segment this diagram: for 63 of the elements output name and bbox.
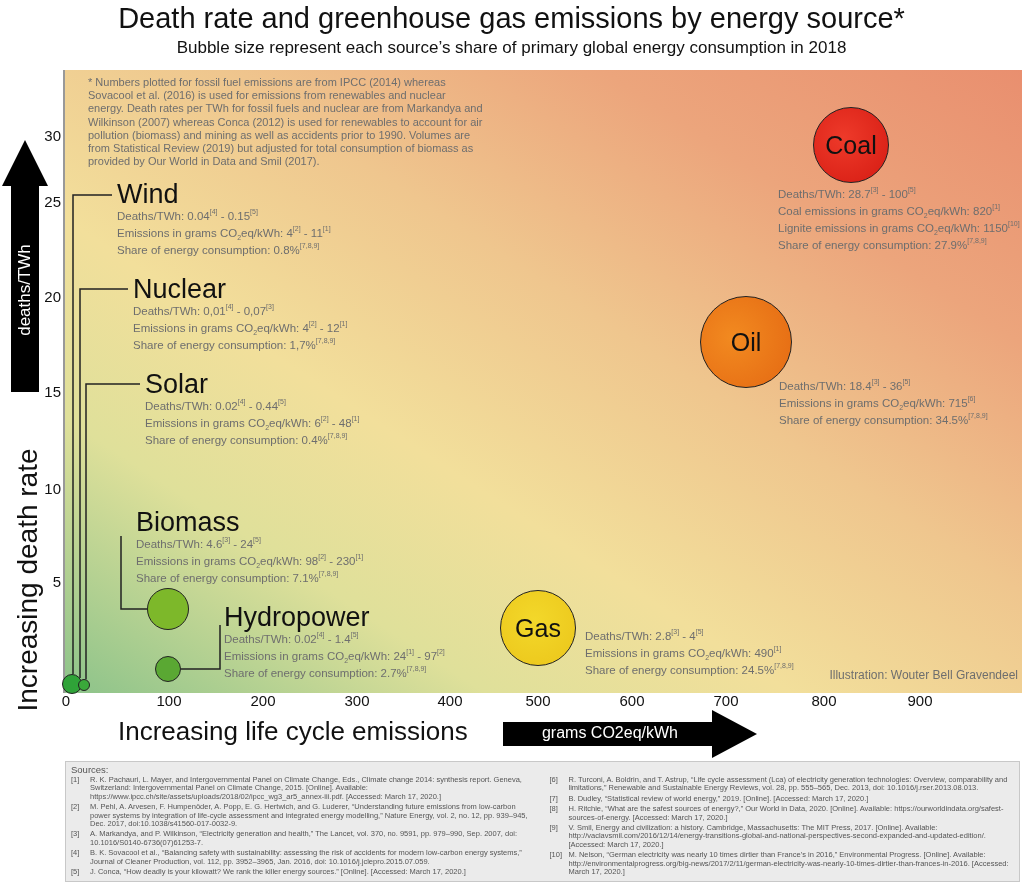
source-heading: Wind bbox=[117, 180, 180, 208]
axis-tick-label: 200 bbox=[250, 692, 276, 709]
axis-tick-label: 20 bbox=[44, 288, 61, 305]
bubble-label: Gas bbox=[515, 613, 561, 643]
stat-line: Share of energy consumption: 34.5%$^{[7,8,9]}$ bbox=[779, 412, 988, 428]
axis-tick-label: 400 bbox=[437, 692, 463, 709]
stat-line: Emissions in grams CO$_{2}$eq/kWh: 490$^{[1]}$ bbox=[585, 645, 783, 662]
leader-line bbox=[120, 535, 148, 610]
source-heading: Nuclear bbox=[133, 275, 228, 303]
stat-line: Emissions in grams CO$_{2}$eq/kWh: 4$^{[2]}$ - 11$^{[1]}$ bbox=[117, 225, 331, 242]
axis-tick-label: 0 bbox=[61, 692, 71, 709]
axis-tick-label: 30 bbox=[44, 127, 61, 144]
stat-line: Coal emissions in grams CO$_{2}$eq/kWh: 820$^{[1]}$ bbox=[778, 203, 1001, 220]
stat-line: Deaths/TWh: 0,01$^{[4]}$ - 0,07$^{[3]}$ bbox=[133, 303, 275, 319]
stat-line: Emissions in grams CO$_{2}$eq/kWh: 24$^{[1]}$ - 97$^{[2]}$ bbox=[224, 648, 445, 665]
axis-unit-label: deaths/TWh bbox=[15, 244, 35, 336]
axis-tick-label: 800 bbox=[811, 692, 837, 709]
axis-tick-label: 25 bbox=[44, 193, 61, 210]
axis-title: Increasing death rate bbox=[12, 448, 44, 712]
axis-unit-label: grams CO2eq/kWh bbox=[540, 724, 679, 742]
axis-title: Increasing life cycle emissions bbox=[118, 716, 468, 747]
axis-tick-label: 300 bbox=[344, 692, 370, 709]
axis-tick-label: 100 bbox=[156, 692, 182, 709]
leader-line bbox=[180, 624, 221, 670]
chart-title: Death rate and greenhouse gas emissions by energy source* bbox=[117, 2, 906, 35]
leader-line bbox=[72, 194, 113, 675]
stat-line: Emissions in grams CO$_{2}$eq/kWh: 715$^{[6]}$ bbox=[779, 395, 977, 412]
bubble-label: Coal bbox=[825, 130, 877, 160]
axis-tick-label: 500 bbox=[525, 692, 551, 709]
stat-line: Share of energy consumption: 2.7%$^{[7,8,9]}$ bbox=[224, 665, 428, 681]
source-heading: Hydropower bbox=[224, 603, 371, 631]
stat-line: Share of energy consumption: 27.9%$^{[7,8,9]}$ bbox=[778, 237, 988, 253]
sources-heading: Sources: bbox=[71, 764, 110, 775]
source-heading: Solar bbox=[145, 370, 210, 398]
credit-text: Illustration: Wouter Bell Gravendeel bbox=[829, 668, 1018, 682]
axis-tick-label: 10 bbox=[44, 480, 61, 497]
stat-line: Deaths/TWh: 0.04$^{[4]}$ - 0.15$^{[5]}$ bbox=[117, 208, 259, 224]
leader-line bbox=[85, 383, 141, 681]
axis-tick-label: 900 bbox=[907, 692, 933, 709]
stat-line: Deaths/TWh: 4.6$^{[3]}$ - 24$^{[5]}$ bbox=[136, 536, 262, 552]
source-heading: Biomass bbox=[136, 508, 241, 536]
bubble-label: Oil bbox=[730, 327, 762, 357]
stat-line: Share of energy consumption: 1,7%$^{[7,8,9]}$ bbox=[133, 337, 337, 353]
stat-line: Emissions in grams CO$_{2}$eq/kWh: 4$^{[2]}$ - 12$^{[1]}$ bbox=[133, 320, 348, 337]
axis-tick-label: 5 bbox=[52, 573, 61, 590]
stat-line: Emissions in grams CO$_{2}$eq/kWh: 98$^{[2]}$ - 230$^{[1]}$ bbox=[136, 553, 364, 570]
axis-tick-label: 600 bbox=[619, 692, 645, 709]
stat-line: Emissions in grams CO$_{2}$eq/kWh: 6$^{[2]}$ - 48$^{[1]}$ bbox=[145, 415, 360, 432]
subtitle: Bubble size represent each source’s share of primary global energy consumption in 2018 bbox=[175, 38, 848, 58]
leader-line bbox=[79, 288, 129, 679]
stat-line: Deaths/TWh: 0.02$^{[4]}$ - 1.4$^{[5]}$ bbox=[224, 631, 359, 647]
stat-line: Share of energy consumption: 0.8%$^{[7,8,9]}$ bbox=[117, 242, 321, 258]
stat-line: Deaths/TWh: 18.4$^{[3]}$ - 36$^{[5]}$ bbox=[779, 378, 912, 394]
stat-line: Deaths/TWh: 2.8$^{[3]}$ - 4$^{[5]}$ bbox=[585, 628, 705, 644]
footnote: * Numbers plotted for fossil fuel emissions are from IPCC (2014) whereas Sovacool et al. (2016) is used for emissions from renewables and nuclear energy. Death rates per TWh for fossil fuels and nuclear are from Markandya and Wilkinson (2007) whereas Conca (2012) is used for renewables to account for air pollution (biomass) and mining as well as accidents prior to 1990. Volumes are from Statistical Review (2019) but adjusted for total consumption of biomass as provided by Our World in Data and Smil (2017). bbox=[88, 76, 483, 169]
stat-line: Share of energy consumption: 24.5%$^{[7,8,9]}$ bbox=[585, 662, 794, 678]
stat-line: Deaths/TWh: 28.7$^{[3]}$ - 100$^{[5]}$ bbox=[778, 186, 917, 202]
axis-tick-label: 700 bbox=[713, 692, 739, 709]
stat-line: Share of energy consumption: 0.4%$^{[7,8,9]}$ bbox=[145, 432, 349, 448]
stat-line: Lignite emissions in grams CO$_{2}$eq/kWh: 1150$^{[10]}$ bbox=[778, 220, 1020, 237]
axis-tick-label: 15 bbox=[44, 383, 61, 400]
stat-line: Deaths/TWh: 0.02$^{[4]}$ - 0.44$^{[5]}$ bbox=[145, 398, 287, 414]
stat-line: Share of energy consumption: 7.1%$^{[7,8,9]}$ bbox=[136, 570, 340, 586]
